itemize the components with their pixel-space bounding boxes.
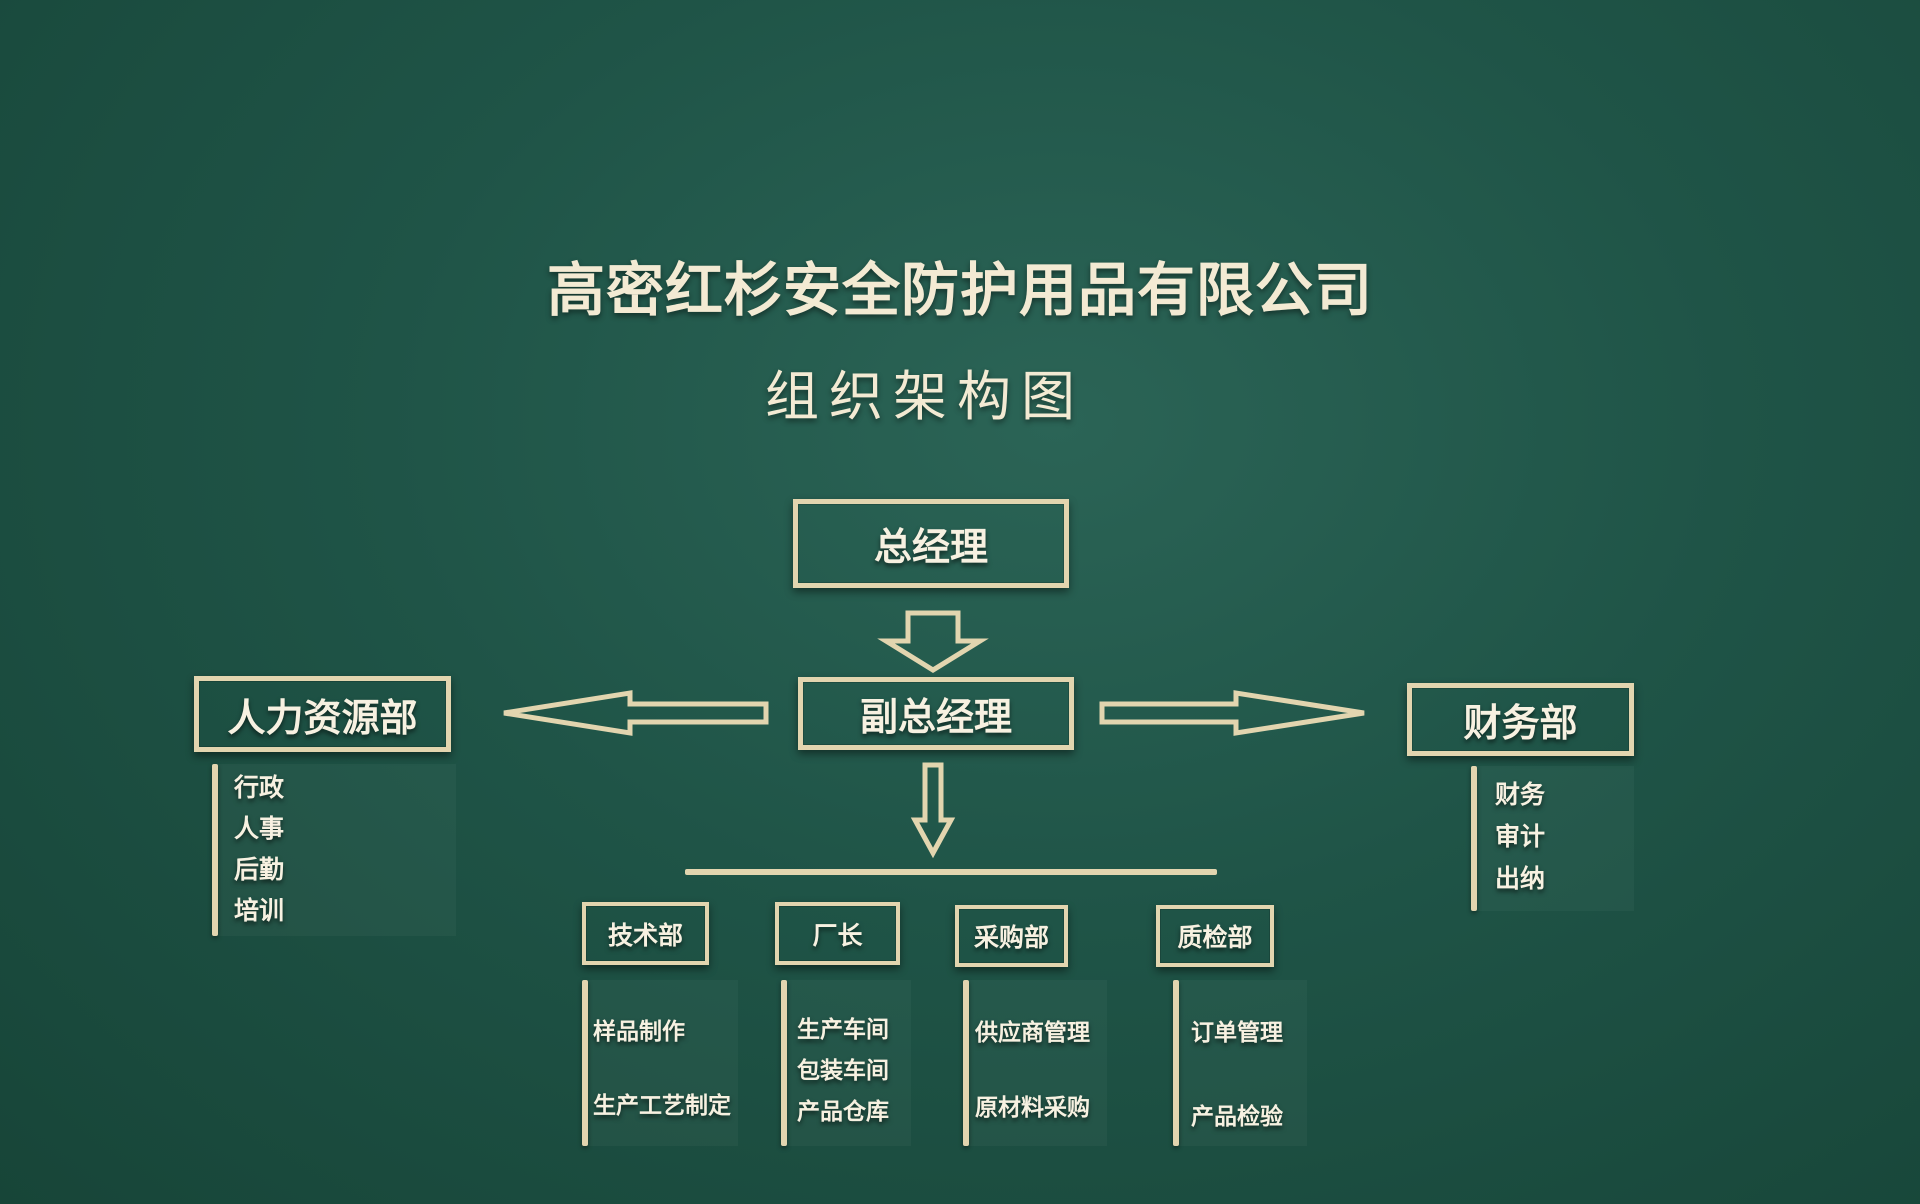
hr-duty-panel: 行政 人事 后勤 培训	[212, 764, 456, 936]
chart-subtitle: 组织架构图	[765, 365, 1085, 428]
node-factory-director: 厂长	[775, 902, 900, 965]
branch-line	[685, 869, 1217, 875]
node-hr-department: 人力资源部	[194, 676, 451, 752]
down-arrow-gm-to-deputy	[877, 610, 989, 673]
finance-duty-item: 财务	[1495, 780, 1546, 809]
purchasing-duty-item: 原材料采购	[975, 1095, 1090, 1121]
tech-duty-item: 生产工艺制定	[593, 1093, 731, 1119]
factory-duty-item: 生产车间	[797, 1017, 889, 1043]
node-quality-department: 质检部	[1156, 905, 1274, 967]
left-arrow-to-hr	[503, 690, 769, 736]
qc-duty-bar	[1173, 980, 1179, 1146]
tech-duty-panel: 样品制作 生产工艺制定	[582, 980, 738, 1146]
purchasing-duty-bar	[963, 980, 969, 1146]
purchasing-duty-panel: 供应商管理 原材料采购	[963, 980, 1107, 1146]
hr-duty-item: 行政	[234, 773, 285, 802]
qc-duty-item: 产品检验	[1191, 1104, 1283, 1130]
right-arrow-to-finance	[1099, 690, 1365, 736]
down-arrow-deputy-to-branch	[910, 762, 956, 859]
hr-duty-bar	[212, 764, 218, 936]
hr-duty-item: 人事	[234, 814, 285, 843]
factory-duty-panel: 生产车间 包装车间 产品仓库	[781, 980, 911, 1146]
factory-duty-item: 产品仓库	[797, 1099, 889, 1125]
tech-duty-item: 样品制作	[593, 1019, 685, 1045]
factory-duty-item: 包装车间	[797, 1058, 889, 1084]
qc-duty-panel: 订单管理 产品检验	[1173, 980, 1307, 1146]
node-deputy-manager: 副总经理	[798, 677, 1074, 750]
finance-duty-bar	[1471, 766, 1477, 911]
hr-duty-item: 后勤	[234, 855, 285, 884]
node-purchasing-department: 采购部	[955, 905, 1068, 967]
factory-duty-bar	[781, 980, 787, 1146]
purchasing-duty-item: 供应商管理	[975, 1020, 1090, 1046]
chart-title: 高密红杉安全防护用品有限公司	[546, 256, 1373, 324]
hr-duty-item: 培训	[234, 896, 285, 925]
tech-duty-bar	[582, 980, 588, 1146]
node-finance-department: 财务部	[1407, 683, 1634, 756]
finance-duty-item: 审计	[1495, 822, 1546, 851]
node-tech-department: 技术部	[582, 902, 709, 965]
finance-duty-item: 出纳	[1495, 864, 1546, 893]
node-general-manager: 总经理	[793, 499, 1069, 588]
finance-duty-panel: 财务 审计 出纳	[1471, 766, 1634, 911]
qc-duty-item: 订单管理	[1191, 1020, 1283, 1046]
